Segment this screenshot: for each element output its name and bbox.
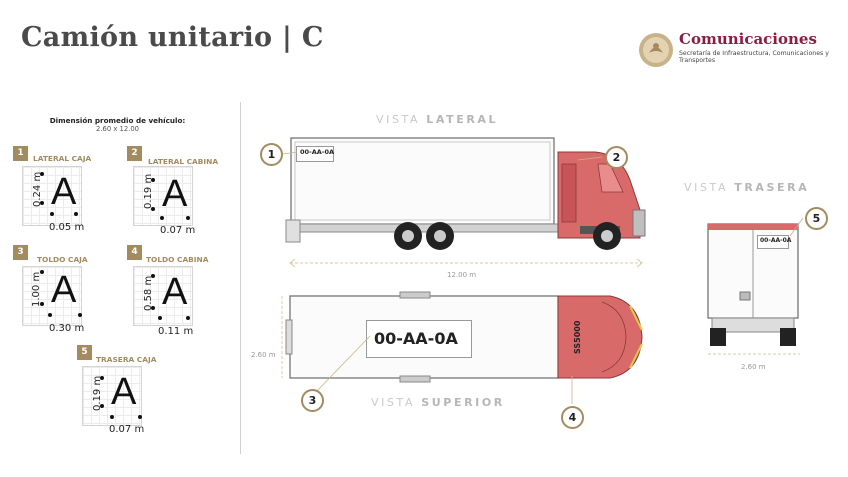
width-rear-label: 2.60 m bbox=[741, 363, 766, 371]
brand-name: Comunicaciones bbox=[679, 30, 817, 48]
card-3: A 1.00 m 0.30 m bbox=[22, 266, 84, 334]
seal-icon bbox=[639, 33, 673, 67]
card-5-label: TRASERA CAJA bbox=[96, 355, 157, 364]
card-2: A 0.19 m 0.07 m bbox=[133, 166, 195, 236]
card-4-letter: A bbox=[162, 271, 188, 313]
marker-3: 3 bbox=[301, 389, 324, 412]
card-4: A 0.58 m 0.11 m bbox=[133, 266, 193, 337]
marker-5: 5 bbox=[805, 207, 828, 230]
length-measure-line bbox=[289, 258, 643, 268]
divider bbox=[240, 102, 241, 454]
marker-1: 1 bbox=[260, 143, 283, 166]
card-4-badge: 4 bbox=[127, 245, 142, 260]
card-3-badge: 3 bbox=[13, 245, 28, 260]
dimension-heading: Dimensión promedio de vehículo: bbox=[49, 116, 186, 125]
truck-lateral-drawing bbox=[285, 137, 646, 250]
card-3-letter: A bbox=[51, 269, 77, 311]
card-3-width: 0.30 m bbox=[49, 323, 85, 334]
card-5-letter: A bbox=[111, 371, 137, 413]
marker-2: 2 bbox=[605, 146, 628, 169]
card-1-letter: A bbox=[51, 171, 77, 213]
card-5-badge: 5 bbox=[77, 345, 92, 360]
width-measure-line bbox=[281, 296, 283, 378]
card-4-label: TOLDO CABINA bbox=[146, 255, 209, 264]
card-1-label: LATERAL CAJA bbox=[33, 154, 92, 163]
card-2-width: 0.07 m bbox=[160, 225, 196, 236]
rear-width-measure-line bbox=[708, 353, 800, 355]
card-1: A 0.24 m 0.05 m bbox=[22, 166, 84, 233]
card-1-width: 0.05 m bbox=[49, 222, 85, 233]
marker-4: 4 bbox=[561, 406, 584, 429]
length-label: 12.00 m bbox=[447, 271, 477, 279]
card-2-label: LATERAL CABINA bbox=[148, 157, 219, 166]
dimension-value: 2.60 x 12.00 bbox=[96, 125, 139, 133]
view-trasera-label: VISTA TRASERA bbox=[684, 181, 810, 194]
view-superior-label: VISTA SUPERIOR bbox=[371, 396, 505, 409]
width-top-label: 2.60 m bbox=[251, 351, 276, 359]
view-lateral-label: VISTA LATERAL bbox=[376, 113, 499, 126]
card-4-width: 0.11 m bbox=[158, 326, 194, 337]
card-3-label: TOLDO CAJA bbox=[37, 255, 88, 264]
lateral-plate: 00-AA-0A bbox=[296, 146, 334, 162]
page-title: Camión unitario | C bbox=[21, 22, 324, 53]
card-2-letter: A bbox=[162, 173, 188, 215]
roof-plate: 00-AA-0A bbox=[366, 320, 472, 358]
truck-rear-drawing bbox=[707, 223, 799, 346]
card-5-width: 0.07 m bbox=[109, 424, 145, 435]
card-1-badge: 1 bbox=[13, 146, 28, 161]
card-2-badge: 2 bbox=[127, 146, 142, 161]
card-dimension-markers bbox=[40, 172, 190, 419]
rear-plate: 00-AA-0A bbox=[757, 235, 791, 249]
brand-subtitle: Secretaría de Infraestructura, Comunicac… bbox=[679, 50, 829, 64]
